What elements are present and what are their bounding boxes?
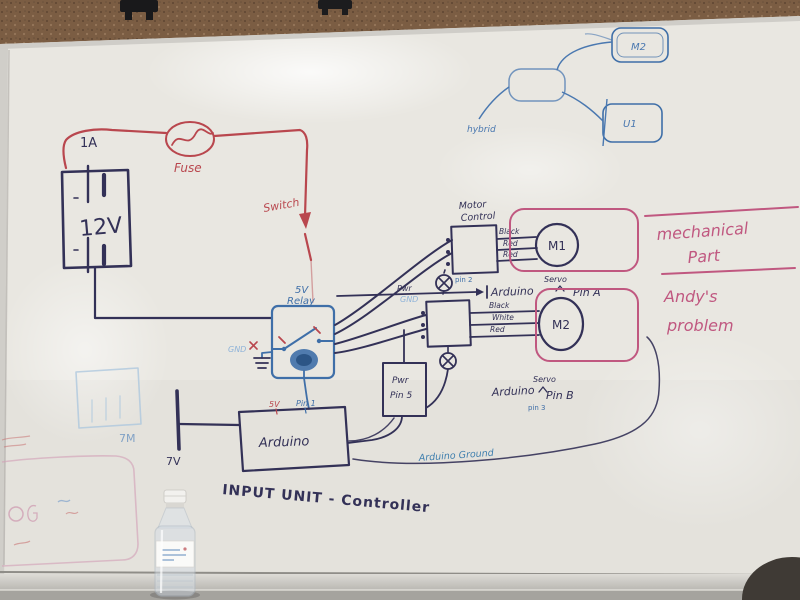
motor-control-title-2: Control <box>460 211 496 224</box>
sketch-box-m2 <box>611 27 669 63</box>
relay-switch-contact <box>271 327 335 350</box>
gnd-label: GND <box>400 295 418 304</box>
pin3-note: pin 3 <box>528 404 546 412</box>
servo-a-arduino: Arduino <box>490 285 534 300</box>
faint-red-scribble <box>1 435 31 448</box>
mechanical-annotations: mechanical Part Andy's problem <box>509 206 799 362</box>
switch-label: Switch <box>262 196 300 215</box>
arduino-box <box>237 405 351 473</box>
board-left-seam <box>3 49 10 566</box>
arrowhead-pin-a <box>476 288 484 296</box>
fuse-symbol <box>165 121 215 157</box>
pwr-pin-box: Pwr Pin 5 <box>347 362 427 444</box>
switch-arrowhead <box>299 212 311 229</box>
sketch-box-u1 <box>602 103 663 143</box>
faint-7m-note: 7M <box>119 432 136 445</box>
motor-control-2: Black White Red M2 Pwr GND <box>397 284 585 352</box>
aux-battery-plate <box>175 389 181 451</box>
pwr-pin-line2: Pin 5 <box>390 391 412 401</box>
m2-wire-label-1: Black <box>489 301 510 310</box>
ground-symbol <box>253 357 271 369</box>
board-top-edge <box>0 16 800 49</box>
pwr-label: Pwr <box>397 284 412 293</box>
m2-pink-outline <box>535 288 639 362</box>
m1-motor-circle <box>534 222 580 268</box>
m2-wires <box>469 310 540 338</box>
aux-voltage-label: 7V <box>166 455 181 468</box>
glare-left <box>0 255 170 445</box>
pink-divider-top <box>644 206 799 217</box>
note-problem: problem <box>666 316 734 335</box>
relay-label-2: Relay <box>287 296 316 307</box>
arduino-ground-label: Arduino Ground <box>417 448 495 464</box>
arduino-5v-label: 5V <box>269 400 280 409</box>
battery-12v: 12V 1A <box>60 136 274 320</box>
servo-b-arduino: Arduino <box>490 384 535 399</box>
battery-current-label: 1A <box>80 136 97 151</box>
m1-label: M1 <box>548 239 566 253</box>
glare-top <box>145 20 475 124</box>
faint-pink-box <box>1 455 139 567</box>
fuse-label: Fuse <box>174 161 202 175</box>
sketch-note: hybrid <box>467 125 496 135</box>
m2-wire-label-2: White <box>492 313 514 322</box>
sketch-blob <box>508 68 566 102</box>
marker-tray <box>0 571 800 600</box>
bottom-left-doodles: 7M <box>1 367 142 567</box>
servo-a-pin: Pin A <box>573 286 601 299</box>
motor-control-title-1: Motor <box>458 199 487 212</box>
arduino-pin1-label: Pin 1 <box>296 399 316 408</box>
m2-label: M2 <box>552 318 570 332</box>
pwr-pin-line1: Pwr <box>392 376 410 386</box>
sketch-box-m2-label: M2 <box>631 42 646 53</box>
red-x-mark <box>249 341 258 350</box>
m1-wires <box>496 236 538 262</box>
cork-strip <box>0 0 800 49</box>
servo-a-servo: Servo <box>544 275 567 284</box>
cork <box>0 0 800 44</box>
top-right-sketch: M2 U1 hybrid <box>467 27 669 147</box>
glare-mid <box>435 125 625 215</box>
servo-pin-b: Arduino Servo Pin B pin 3 <box>490 375 573 412</box>
servo-b-servo: Servo <box>533 375 556 384</box>
motor-control-1-box <box>450 224 499 275</box>
relay-5v: 5V Relay GND <box>228 285 336 410</box>
faint-blue-box <box>75 367 142 429</box>
pin-symbols: pin 2 <box>425 269 473 409</box>
motor-control-2-box <box>425 299 472 348</box>
mounting-clip-right <box>318 0 352 15</box>
relay-output-wires <box>334 239 453 364</box>
glare-right <box>580 330 800 530</box>
water-bottle <box>150 489 200 600</box>
m2-motor-circle <box>537 296 585 352</box>
relay-label-1: 5V <box>295 285 309 296</box>
m1-pink-outline <box>509 208 639 272</box>
servo-b-pin: Pin B <box>546 389 574 402</box>
note-andys: Andy's <box>663 287 717 306</box>
sketch-box-u1-label: U1 <box>623 119 637 130</box>
pin2-note: pin 2 <box>455 276 473 284</box>
pwr-pin-rect <box>382 362 427 417</box>
note-part: Part <box>687 246 721 267</box>
person-head <box>742 557 800 600</box>
pink-divider-mid <box>661 267 796 275</box>
board-left-frame <box>0 44 8 600</box>
relay-gnd-label: GND <box>228 345 246 354</box>
fuse-and-switch: Fuse Switch <box>62 121 314 303</box>
arduino-label: Arduino <box>258 434 310 451</box>
mounting-clip-left <box>120 0 158 20</box>
m2-wire-label-3: Red <box>490 325 505 334</box>
battery-voltage-label: 12V <box>78 213 123 242</box>
